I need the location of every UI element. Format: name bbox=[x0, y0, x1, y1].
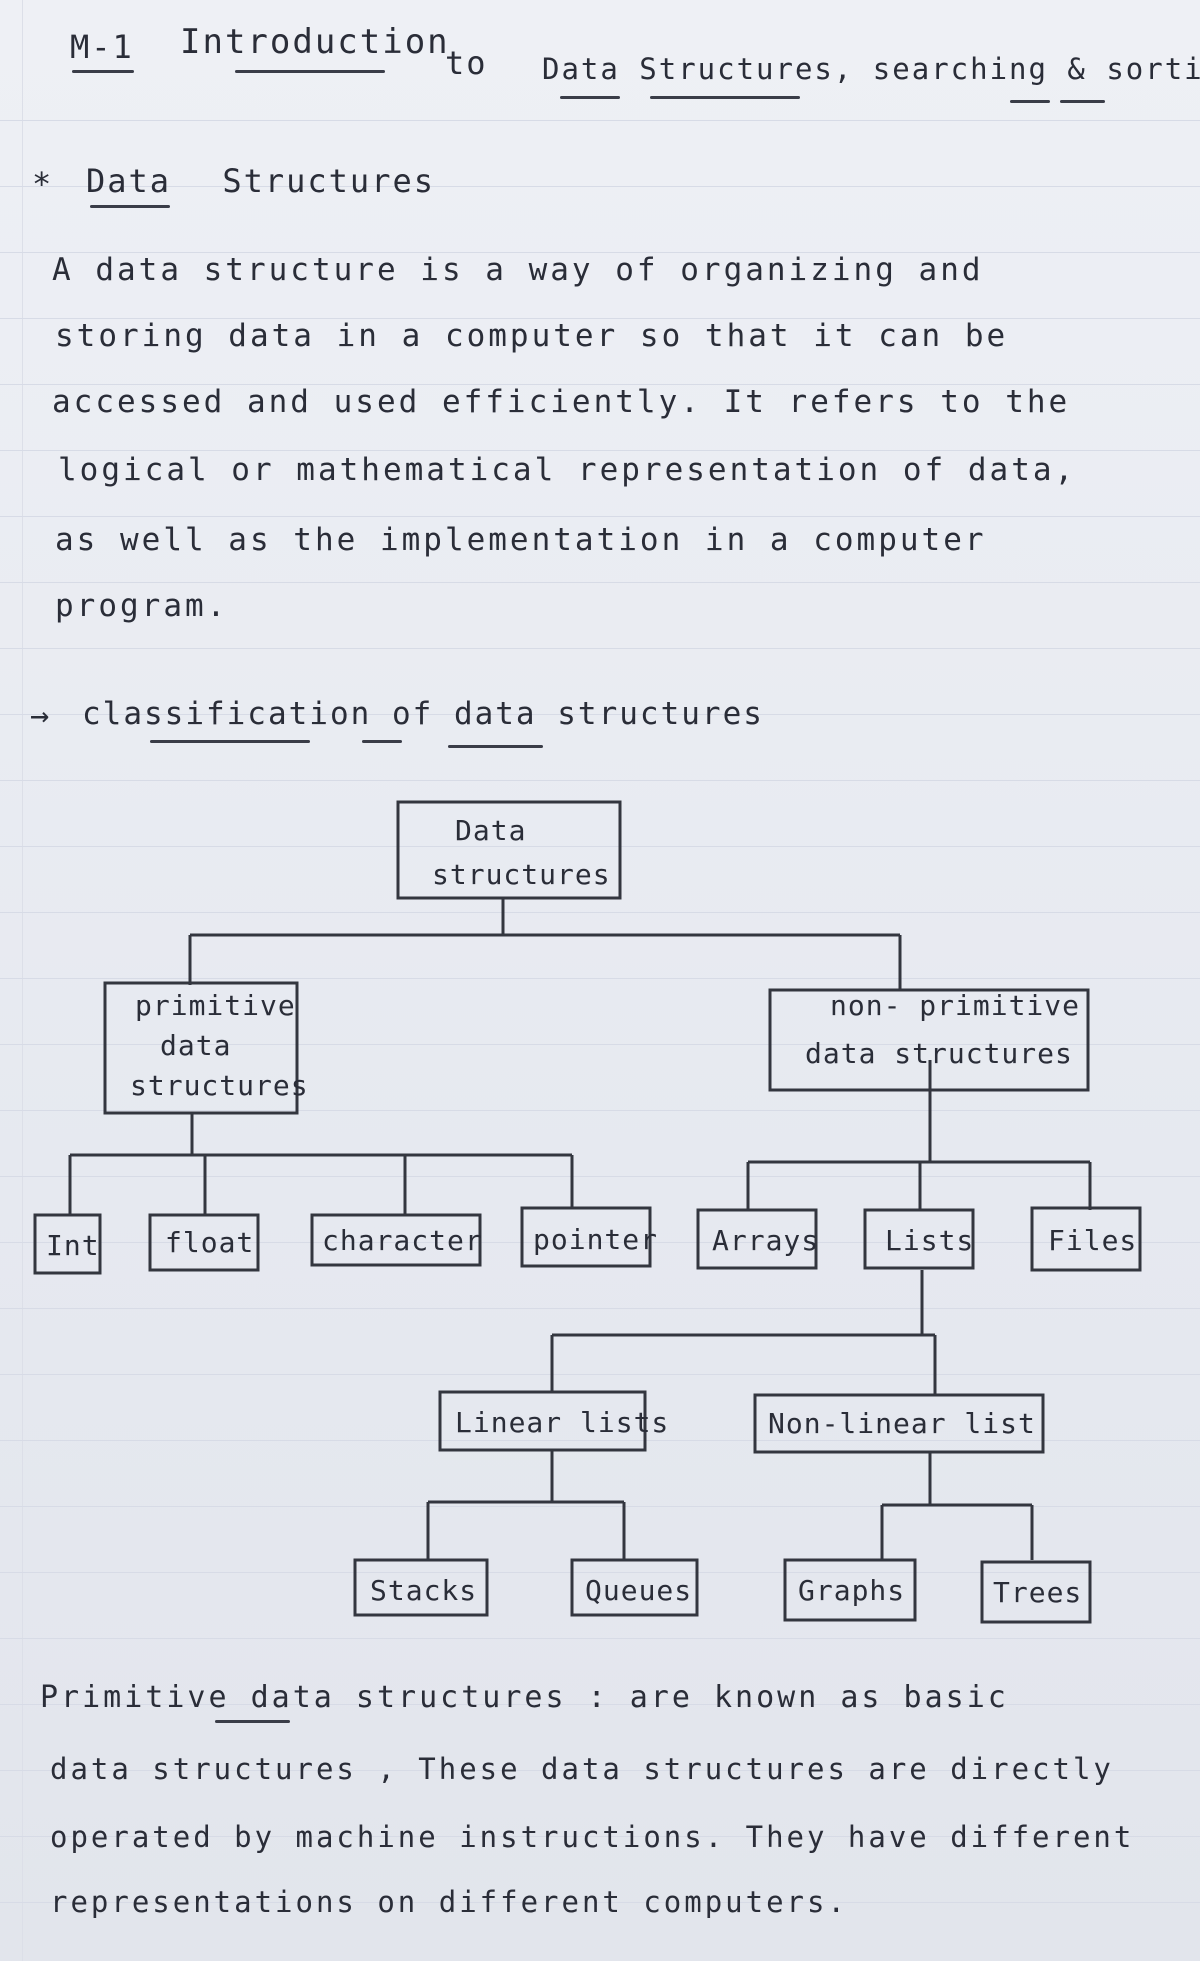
box-int bbox=[33, 1213, 102, 1275]
title-underline-3 bbox=[650, 96, 800, 99]
label-lists: Lists bbox=[885, 1224, 974, 1257]
ruling-line bbox=[0, 516, 1200, 517]
box-arrays bbox=[696, 1208, 818, 1270]
definition-line-6: program. bbox=[55, 588, 229, 624]
ruling-line bbox=[0, 912, 1200, 913]
primitive-desc-line-3: operated by machine instructions. They h… bbox=[50, 1820, 1135, 1854]
box-graphs bbox=[783, 1558, 917, 1622]
title-underline-1 bbox=[235, 70, 385, 73]
ruling-line bbox=[0, 648, 1200, 649]
label-stacks: Stacks bbox=[370, 1574, 477, 1607]
ruling-line bbox=[0, 1440, 1200, 1441]
ruling-line bbox=[0, 384, 1200, 385]
box-nonlinear bbox=[753, 1393, 1045, 1454]
title-underline-2 bbox=[560, 96, 620, 99]
box-pointer bbox=[520, 1206, 652, 1268]
ruling-line bbox=[0, 714, 1200, 715]
label-linear: Linear lists bbox=[455, 1406, 669, 1439]
ruling-line bbox=[0, 1572, 1200, 1573]
ruling-line bbox=[0, 1902, 1200, 1903]
label-primitive-2: data bbox=[160, 1029, 231, 1062]
ruling-line bbox=[0, 1308, 1200, 1309]
ruling-line bbox=[0, 1638, 1200, 1639]
ruling-line bbox=[0, 120, 1200, 121]
box-linear bbox=[438, 1390, 647, 1452]
label-nonprimitive-1: non- primitive bbox=[830, 989, 1080, 1022]
definition-line-5: as well as the implementation in a compu… bbox=[55, 522, 987, 558]
module-label: M-1 bbox=[70, 28, 134, 66]
ruling-line bbox=[0, 186, 1200, 187]
label-nonprimitive-2: data structures bbox=[805, 1037, 1073, 1070]
label-int: Int bbox=[46, 1229, 100, 1262]
ruling-line bbox=[0, 1704, 1200, 1705]
module-underline bbox=[72, 70, 134, 73]
ruling-line bbox=[0, 1836, 1200, 1837]
ruling-line bbox=[0, 318, 1200, 319]
ruling-line bbox=[0, 1176, 1200, 1177]
tree-connectors bbox=[68, 898, 1092, 1560]
box-nonprimitive bbox=[768, 988, 1090, 1092]
title-underline-4 bbox=[1010, 100, 1050, 103]
label-queues: Queues bbox=[585, 1574, 692, 1607]
label-arrays: Arrays bbox=[712, 1224, 819, 1257]
definition-line-4: logical or mathematical representation o… bbox=[58, 452, 1077, 488]
ruling-line bbox=[0, 1770, 1200, 1771]
label-primitive-3: structures bbox=[130, 1069, 309, 1102]
label-root-2: structures bbox=[432, 858, 611, 891]
primitive-desc-underline bbox=[215, 1720, 290, 1723]
ruling-line bbox=[0, 1242, 1200, 1243]
box-primitive bbox=[103, 981, 299, 1115]
box-files bbox=[1030, 1206, 1142, 1272]
definition-line-1: A data structure is a way of organizing … bbox=[52, 252, 984, 288]
classification-title: classification of data structures bbox=[82, 696, 764, 732]
ruling-line bbox=[0, 978, 1200, 979]
title-subject: Data Structures, searching & sorting bbox=[542, 52, 1200, 86]
ruling-line bbox=[0, 582, 1200, 583]
label-float: float bbox=[165, 1226, 254, 1259]
section-underline bbox=[90, 205, 170, 208]
ruling-line bbox=[0, 1374, 1200, 1375]
label-primitive-1: primitive bbox=[135, 989, 296, 1022]
ruling-line bbox=[0, 846, 1200, 847]
ruling-line bbox=[0, 780, 1200, 781]
primitive-desc-line-4: representations on different computers. bbox=[50, 1885, 848, 1919]
box-float bbox=[148, 1213, 260, 1272]
title-introduction: Introduction bbox=[180, 22, 450, 62]
section-title: Data Structures bbox=[86, 162, 435, 200]
classification-underline bbox=[150, 740, 310, 743]
label-character: character bbox=[322, 1224, 483, 1257]
primitive-desc-line-2: data structures , These data structures … bbox=[50, 1752, 1114, 1786]
primitive-desc-line-1: Primitive data structures : are known as… bbox=[40, 1680, 1009, 1715]
ruling-line bbox=[0, 252, 1200, 253]
bullet-star: * bbox=[32, 165, 54, 203]
margin-line bbox=[22, 0, 23, 1961]
box-lists bbox=[863, 1208, 975, 1270]
tree-labels: Data structures primitive data structure… bbox=[46, 814, 1137, 1609]
ruling-line bbox=[0, 1506, 1200, 1507]
box-trees bbox=[980, 1560, 1092, 1624]
of-underline bbox=[362, 740, 402, 743]
ruling-line bbox=[0, 450, 1200, 451]
label-pointer: pointer bbox=[533, 1223, 658, 1256]
label-nonlinear: Non-linear list bbox=[768, 1407, 1036, 1440]
box-queues bbox=[570, 1558, 699, 1617]
box-stacks bbox=[353, 1558, 489, 1617]
tree-boxes bbox=[33, 800, 1142, 1624]
ruling-line bbox=[0, 1110, 1200, 1111]
box-root bbox=[396, 800, 622, 900]
label-root-1: Data bbox=[455, 814, 526, 847]
definition-line-3: accessed and used efficiently. It refers… bbox=[52, 384, 1071, 420]
label-trees: Trees bbox=[993, 1576, 1082, 1609]
label-graphs: Graphs bbox=[798, 1574, 905, 1607]
definition-line-2: storing data in a computer so that it ca… bbox=[55, 318, 1009, 354]
label-files: Files bbox=[1048, 1224, 1137, 1257]
title-underline-5 bbox=[1060, 100, 1105, 103]
box-character bbox=[310, 1213, 482, 1267]
title-to: to bbox=[445, 44, 488, 82]
arrow-icon: → bbox=[30, 696, 52, 734]
ruling-line bbox=[0, 1044, 1200, 1045]
data-underline bbox=[448, 745, 543, 748]
